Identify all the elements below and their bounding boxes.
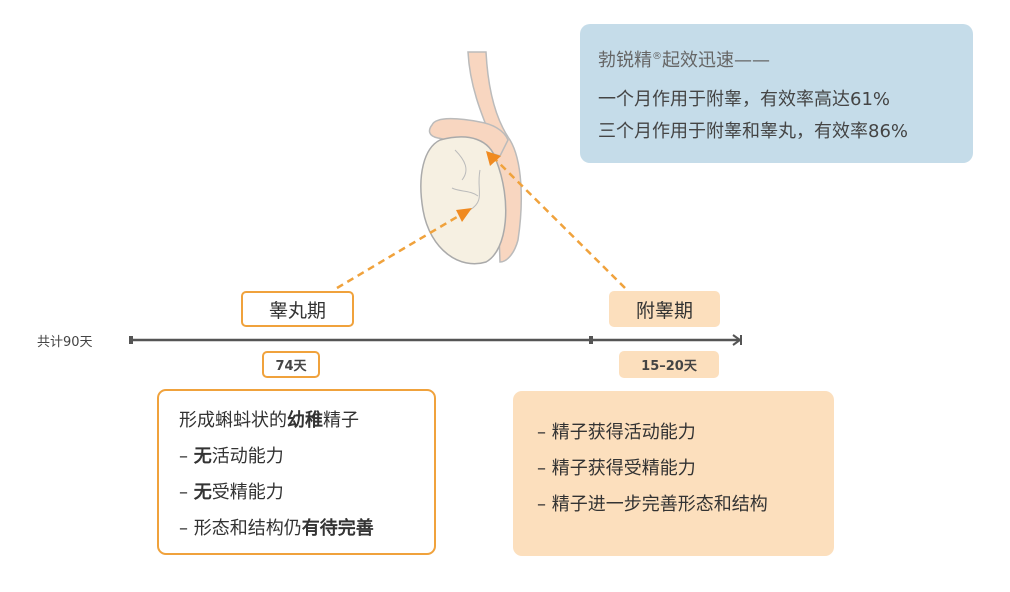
info-title: 勃锐精®起效迅速—— bbox=[598, 50, 770, 71]
detail-line: – 精子获得受精能力 bbox=[537, 458, 696, 479]
testis-arrow-line bbox=[336, 212, 463, 290]
epididymis-days-badge: 15–20天 bbox=[619, 351, 719, 378]
detail-line: – 形态和结构仍有待完善 bbox=[179, 518, 374, 539]
detail-line: – 无活动能力 bbox=[179, 446, 284, 467]
info-line: 三个月作用于附睾和睾丸，有效率86% bbox=[598, 121, 909, 142]
testis-stage-details: 形成蝌蚪状的幼稚精子 – 无活动能力 – 无受精能力 – 形态和结构仍有待完善 bbox=[157, 389, 436, 555]
testis-stage-label: 睾丸期 bbox=[241, 291, 354, 327]
efficacy-info-box: 勃锐精®起效迅速—— 一个月作用于附睾，有效率高达61% 三个月作用于附睾和睾丸… bbox=[580, 24, 973, 163]
total-duration-label: 共计90天 bbox=[37, 335, 93, 350]
detail-line: – 精子获得活动能力 bbox=[537, 422, 696, 443]
timeline-axis bbox=[129, 334, 742, 346]
epididymis-stage-details: – 精子获得活动能力 – 精子获得受精能力 – 精子进一步完善形态和结构 bbox=[513, 391, 834, 556]
testis-arrow-head bbox=[456, 208, 472, 222]
testis-epididymis-illustration bbox=[420, 51, 523, 265]
testis-days-badge: 74天 bbox=[262, 351, 320, 378]
detail-line: 形成蝌蚪状的幼稚精子 bbox=[179, 410, 359, 431]
epididymis-arrow-line bbox=[495, 159, 626, 289]
info-line: 一个月作用于附睾，有效率高达61% bbox=[598, 89, 891, 110]
epididymis-stage-label: 附睾期 bbox=[609, 291, 720, 327]
detail-line: – 精子进一步完善形态和结构 bbox=[537, 494, 768, 515]
epididymis-arrow-head bbox=[486, 151, 501, 166]
detail-line: – 无受精能力 bbox=[179, 482, 284, 503]
